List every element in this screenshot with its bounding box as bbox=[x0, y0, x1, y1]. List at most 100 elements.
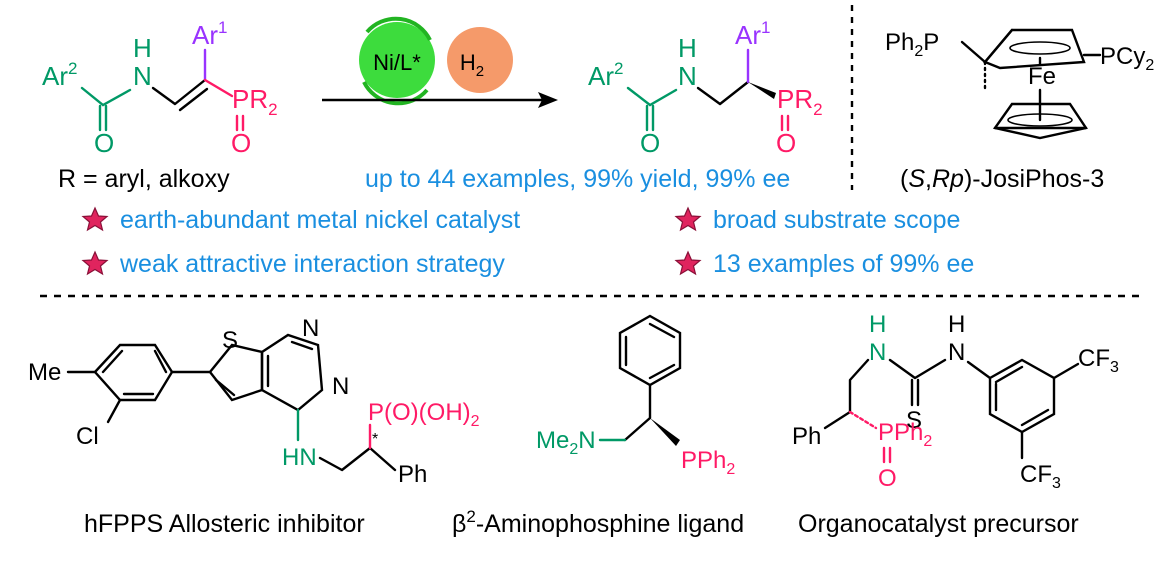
highlights: earth-abundant metal nickel catalyst bro… bbox=[81, 206, 974, 278]
star-icon bbox=[674, 250, 702, 276]
sm-ar1-label: Ar1 bbox=[192, 18, 227, 50]
highlight-item: earth-abundant metal nickel catalyst bbox=[120, 206, 520, 234]
organo-cs-double-bond bbox=[910, 378, 920, 407]
prod-ethylene-bond bbox=[696, 80, 750, 106]
ligand-name: (S,Rp)-JosiPhos-3 bbox=[900, 165, 1104, 193]
amino-ring-ch-bond bbox=[623, 383, 652, 442]
amino-wedge-bond bbox=[650, 418, 680, 446]
organo-aryl-double-bonds bbox=[994, 365, 1050, 427]
ligand-ph2p-label: Ph2P bbox=[885, 29, 939, 60]
amino-phenyl-ring bbox=[618, 314, 682, 387]
organo-s-label: S bbox=[906, 407, 922, 434]
prod-co-double-bond bbox=[645, 104, 655, 132]
star-icon bbox=[674, 206, 702, 232]
star-icon bbox=[81, 206, 109, 232]
organo-cf3a-label: CF3 bbox=[1078, 345, 1119, 376]
organocatalyst-structure: H N S H N CF3 CF3 Ph PPh2 O bbox=[792, 311, 1119, 492]
hfpps-me-label: Me bbox=[28, 359, 61, 386]
hfpps-caption: hFPPS Allosteric inhibitor bbox=[84, 510, 365, 538]
sm-cp-bond bbox=[203, 78, 234, 98]
amino-phenyl-double-bonds bbox=[624, 322, 676, 380]
sm-nh-h: H bbox=[133, 33, 152, 63]
hfpps-hn-label: HN bbox=[282, 444, 317, 471]
highlight-item: weak attractive interaction strategy bbox=[119, 250, 505, 278]
sm-o-label: O bbox=[94, 128, 114, 158]
sm-acyl-bond bbox=[80, 86, 132, 107]
prod-po-double-bond bbox=[780, 114, 790, 132]
r-definition: R = aryl, alkoxy bbox=[58, 165, 230, 193]
hfpps-s-label: S bbox=[222, 327, 238, 354]
highlight-item: broad substrate scope bbox=[713, 206, 960, 234]
ligand-lower-cp bbox=[992, 102, 1088, 140]
reaction-arrow-head bbox=[538, 92, 558, 108]
reaction-conditions: Ni/L* H2 bbox=[322, 16, 558, 108]
ligand-lower-cp-ring bbox=[1007, 113, 1073, 127]
sm-ar2-label: Ar2 bbox=[42, 59, 77, 91]
organo-po-double-bond bbox=[882, 446, 892, 464]
prod-po-o-label: O bbox=[776, 128, 796, 158]
organo-pph2-label: PPh2 bbox=[878, 419, 932, 450]
sm-po-double-bond bbox=[235, 114, 245, 132]
hfpps-chain-bond bbox=[318, 446, 397, 472]
organo-thiourea-bond bbox=[888, 358, 947, 380]
prod-wedge-bond bbox=[748, 82, 776, 99]
hfpps-cl-bond bbox=[106, 398, 122, 424]
organo-n-aryl-bond bbox=[966, 360, 992, 380]
josiphos-ligand: Ph2P PCy2 Fe (S,Rp)-JosiPhos-3 bbox=[885, 28, 1154, 193]
ligand-p-ch-bond bbox=[960, 40, 987, 64]
ligand-pcy2-label: PCy2 bbox=[1100, 43, 1154, 74]
ligand-upper-cp-ring bbox=[1009, 41, 1071, 55]
hfpps-stereo-mark: * bbox=[372, 431, 378, 448]
cycle-arrow-bottom bbox=[362, 81, 429, 106]
product: Ar2 O H N Ar1 PR2 O bbox=[588, 18, 823, 158]
amino-pph2-label: PPh2 bbox=[681, 447, 735, 478]
hfpps-thiophene-double bbox=[214, 378, 236, 397]
hfpps-pyrimidine-double bbox=[266, 340, 314, 388]
organo-ph-label: Ph bbox=[792, 423, 821, 450]
organo-cf3a-bond bbox=[1052, 362, 1080, 380]
prod-nh-n: N bbox=[678, 61, 697, 91]
sm-co-double-bond bbox=[98, 104, 108, 132]
hfpps-n2-label: N bbox=[332, 373, 349, 400]
sm-enamine-bond bbox=[151, 78, 207, 106]
hfpps-structure: Me Cl S N N HN P(O)(OH)2 * Ph bbox=[28, 315, 480, 488]
starting-material: Ar2 O H N Ar1 PR2 O bbox=[42, 18, 278, 158]
sm-po-o-label: O bbox=[231, 128, 251, 158]
sm-pr2-label: PR2 bbox=[232, 84, 278, 119]
prod-o-label: O bbox=[640, 128, 660, 158]
prod-pr2-label: PR2 bbox=[777, 84, 823, 119]
organo-nh2-n: N bbox=[948, 339, 965, 366]
prod-nh-h: H bbox=[678, 33, 697, 63]
scope-note: up to 44 examples, 99% yield, 99% ee bbox=[365, 165, 790, 193]
amino-caption: β2-Aminophosphine ligand bbox=[452, 507, 744, 538]
star-icon bbox=[81, 250, 109, 276]
organo-ch2-bond bbox=[848, 358, 870, 414]
catalyst-label: Ni/L* bbox=[373, 50, 421, 75]
amino-me2n-label: Me2N bbox=[536, 427, 596, 458]
hfpps-p-label: P(O)(OH)2 bbox=[368, 399, 480, 430]
organo-ph-bond bbox=[823, 410, 852, 430]
hfpps-pyrimidine bbox=[260, 333, 324, 412]
organo-o-label: O bbox=[878, 465, 897, 492]
sm-alkene-second-bond bbox=[178, 87, 209, 112]
hfpps-ph-label: Ph bbox=[398, 461, 427, 488]
hfpps-n1-label: N bbox=[302, 315, 319, 342]
hfpps-aryl-ring bbox=[93, 343, 174, 402]
hfpps-cl-label: Cl bbox=[76, 423, 99, 450]
organo-nh1-n: N bbox=[869, 339, 886, 366]
hfpps-aryl-double-bonds bbox=[101, 349, 168, 396]
prod-ar2-label: Ar2 bbox=[588, 59, 623, 91]
ligand-cp-bold-edge bbox=[983, 28, 1014, 64]
organo-hash-bond bbox=[848, 410, 878, 430]
aminophosphine-structure: Me2N PPh2 bbox=[536, 314, 735, 478]
prod-acyl-bond bbox=[626, 86, 678, 107]
organo-nh2-h: H bbox=[948, 311, 965, 338]
h2-circle bbox=[447, 27, 513, 93]
highlight-item: 13 examples of 99% ee bbox=[713, 250, 974, 278]
prod-ar1-label: Ar1 bbox=[735, 18, 770, 50]
sm-nh-n: N bbox=[133, 61, 152, 91]
organo-caption: Organocatalyst precursor bbox=[798, 510, 1079, 538]
organo-cf3b-label: CF3 bbox=[1020, 461, 1061, 492]
catalyst-circle bbox=[359, 22, 435, 98]
